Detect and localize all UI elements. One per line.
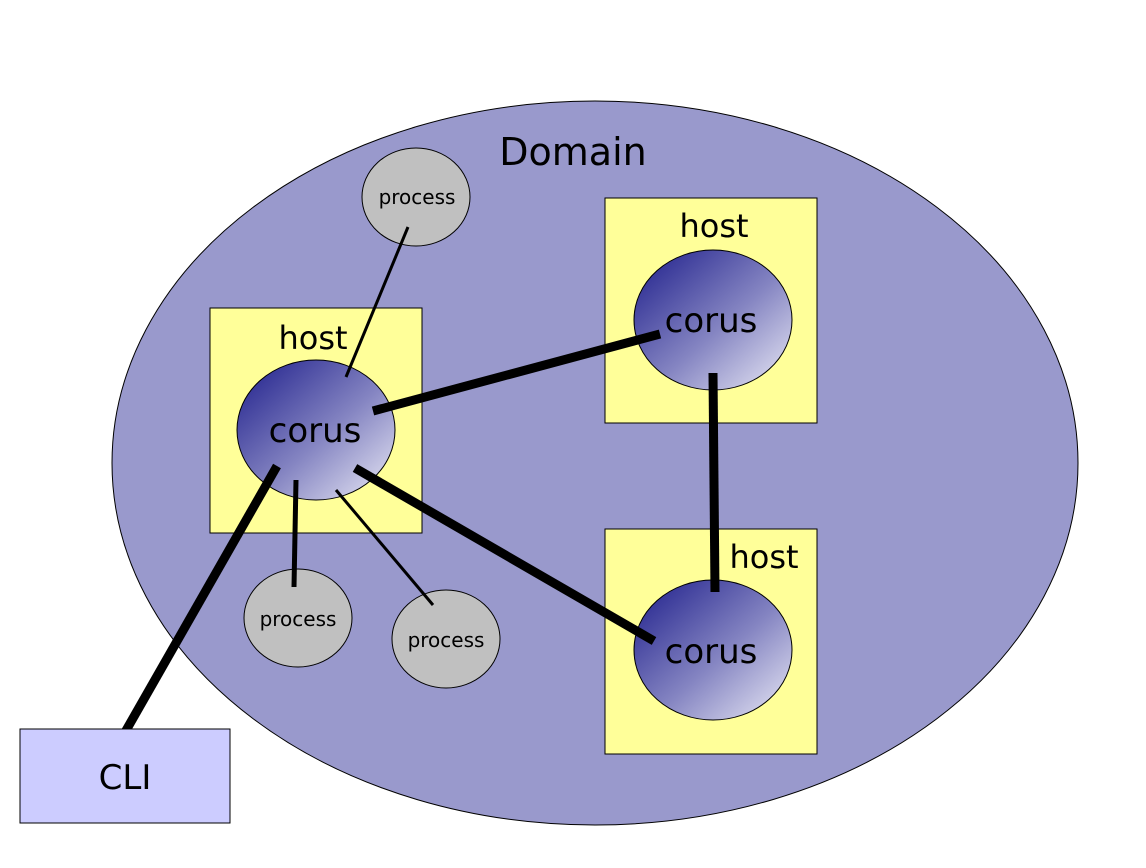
connectors [116, 226, 720, 744]
connector-corus-left-to-bottom-right [352, 464, 657, 645]
connector-corus-top-right-to-bottom-right [708, 372, 720, 593]
process-label-bottom-middle: process [408, 628, 485, 652]
process-node-bottom-middle [391, 589, 501, 689]
host-label-left: host [278, 319, 347, 357]
domain-label: Domain [499, 130, 646, 174]
connector-process-bottom-middle [334, 489, 435, 606]
domain-ellipse [111, 100, 1079, 826]
corus-label-bottom-right: corus [665, 632, 758, 672]
process-node-top [361, 147, 471, 247]
process-label-top: process [379, 185, 456, 209]
host-label-bottom-right: host [729, 538, 798, 576]
connector-process-bottom-left [291, 479, 299, 588]
host-label-top-right: host [679, 207, 748, 245]
corus-label-left: corus [269, 411, 362, 451]
cli-label: CLI [99, 758, 152, 798]
process-label-bottom-left: process [260, 607, 337, 631]
corus-node-left [236, 359, 396, 501]
process-node-bottom-left [243, 568, 353, 668]
connector-corus-left-to-top-right [371, 329, 662, 416]
corus-label-top-right: corus [665, 301, 758, 341]
cli-box [19, 728, 231, 824]
connector-cli [116, 463, 281, 744]
connector-process-top [344, 226, 410, 378]
